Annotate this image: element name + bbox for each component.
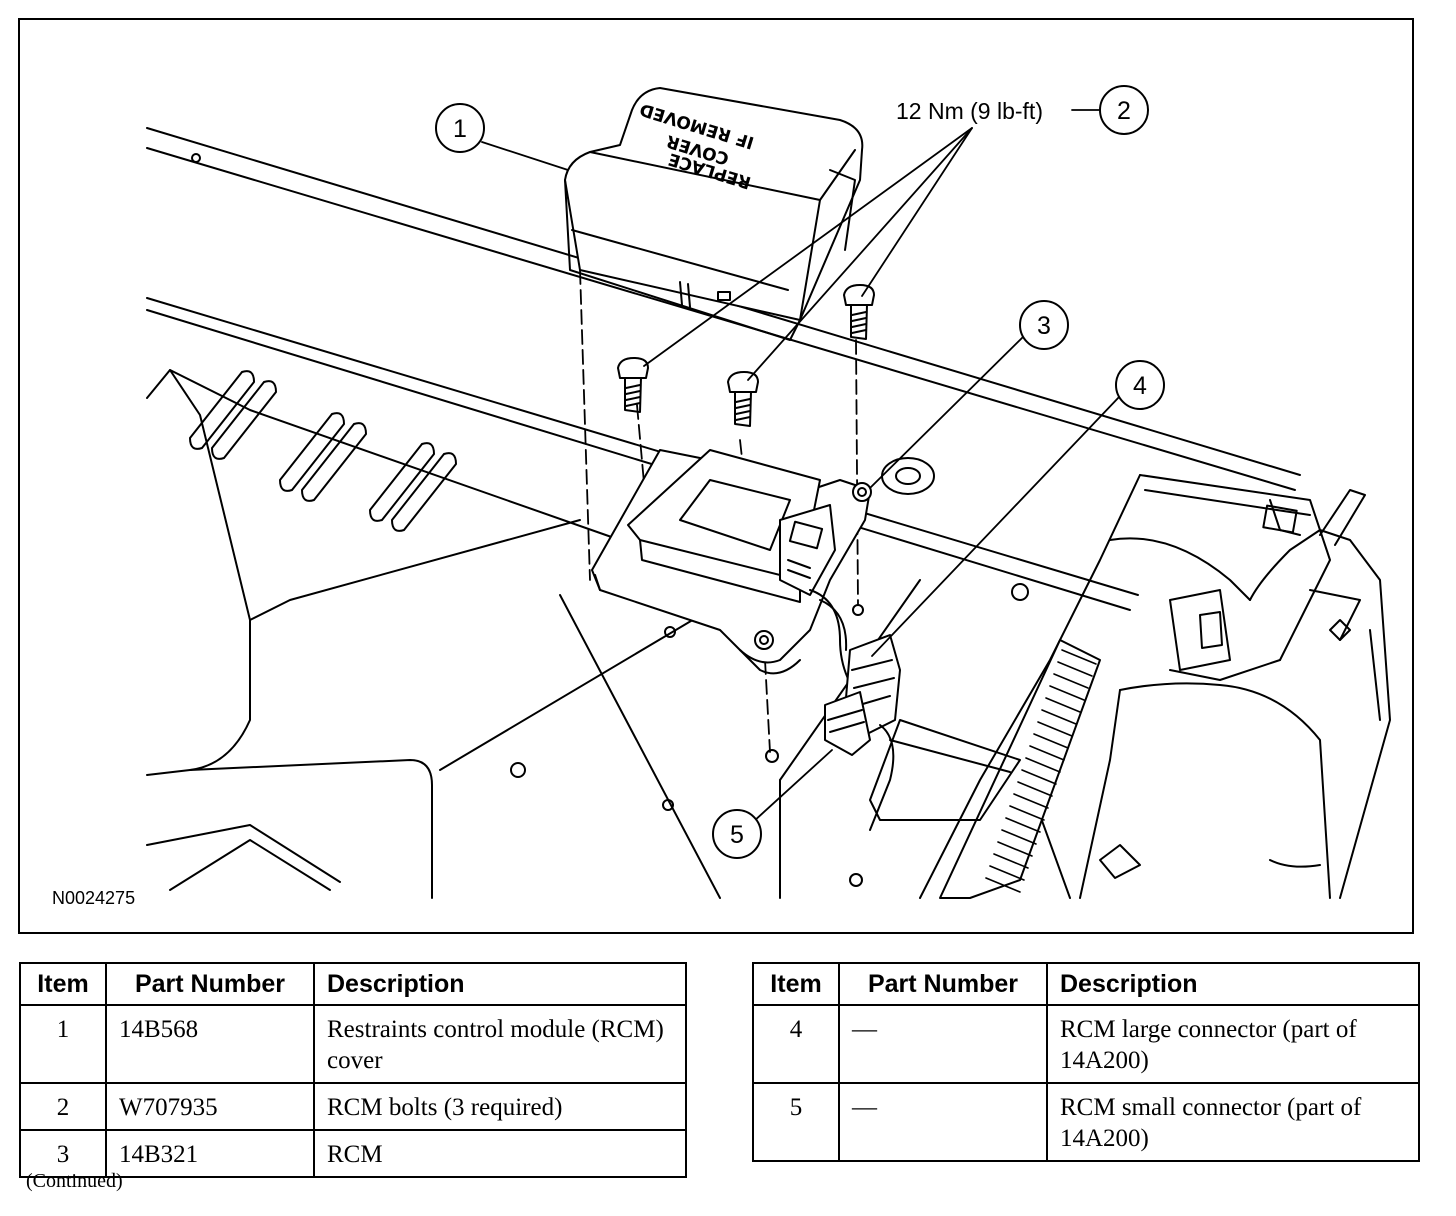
callout-1: [435, 103, 485, 153]
cell-item: 3: [19, 1129, 107, 1178]
col-header-part-number: Part Number: [105, 962, 315, 1006]
leader-lines: [481, 109, 1121, 833]
exploded-diagram: REPLACE COVER IF REMOVED: [18, 18, 1414, 934]
callout-4: [1115, 360, 1165, 410]
cell-part-number: —: [838, 1082, 1048, 1162]
cell-item: 4: [752, 1004, 840, 1084]
rcm-connectors: [809, 589, 901, 831]
cell-description: RCM small connector (part of 14A200): [1046, 1082, 1420, 1162]
table-row: 3 14B321 RCM: [19, 1129, 687, 1178]
rcm-module-bracket: [510, 449, 1029, 887]
col-header-description: Description: [313, 962, 687, 1006]
callout-label-2: 2: [1117, 97, 1131, 125]
col-header-item: Item: [752, 962, 840, 1006]
cell-item: 1: [19, 1004, 107, 1084]
cell-part-number: W707935: [105, 1082, 315, 1131]
table-row: 5 — RCM small connector (part of 14A200): [752, 1082, 1420, 1162]
floor-slots: [189, 370, 457, 532]
callouts: [435, 85, 1165, 859]
floor-panel: [146, 369, 921, 899]
figure-id: N0024275: [52, 888, 135, 908]
callout-label-3: 3: [1037, 312, 1051, 340]
parts-table-right: Item Part Number Description 4 — RCM lar…: [752, 962, 1420, 1162]
cell-description: Restraints control module (RCM) cover: [313, 1004, 687, 1084]
cell-description: RCM bolts (3 required): [313, 1082, 687, 1131]
callout-label-5: 5: [730, 821, 744, 849]
continued-note: (Continued): [26, 1170, 123, 1192]
table-row: 1 14B568 Restraints control module (RCM)…: [19, 1004, 687, 1084]
callout-2: [1099, 85, 1149, 135]
console-seat-track: [869, 474, 1391, 899]
cell-description: RCM large connector (part of 14A200): [1046, 1004, 1420, 1084]
callout-label-1: 1: [453, 115, 467, 143]
parts-table-left: Item Part Number Description 1 14B568 Re…: [19, 962, 687, 1178]
callout-label-4: 4: [1133, 372, 1147, 400]
cell-item: 5: [752, 1082, 840, 1162]
col-header-part-number: Part Number: [838, 962, 1048, 1006]
torque-spec-label: 12 Nm (9 lb-ft): [896, 98, 1043, 124]
col-header-item: Item: [19, 962, 107, 1006]
cell-description: RCM: [313, 1129, 687, 1178]
cell-part-number: 14B568: [105, 1004, 315, 1084]
cell-item: 2: [19, 1082, 107, 1131]
table-row: 4 — RCM large connector (part of 14A200): [752, 1004, 1420, 1084]
callout-3: [1019, 300, 1069, 350]
table-header-row: Item Part Number Description: [19, 962, 687, 1006]
table-header-row: Item Part Number Description: [752, 962, 1420, 1006]
callout-5: [712, 809, 762, 859]
table-row: 2 W707935 RCM bolts (3 required): [19, 1082, 687, 1131]
diagram-drawing: REPLACE COVER IF REMOVED: [52, 85, 1391, 908]
cell-part-number: —: [838, 1004, 1048, 1084]
cell-part-number: 14B321: [105, 1129, 315, 1178]
col-header-description: Description: [1046, 962, 1420, 1006]
